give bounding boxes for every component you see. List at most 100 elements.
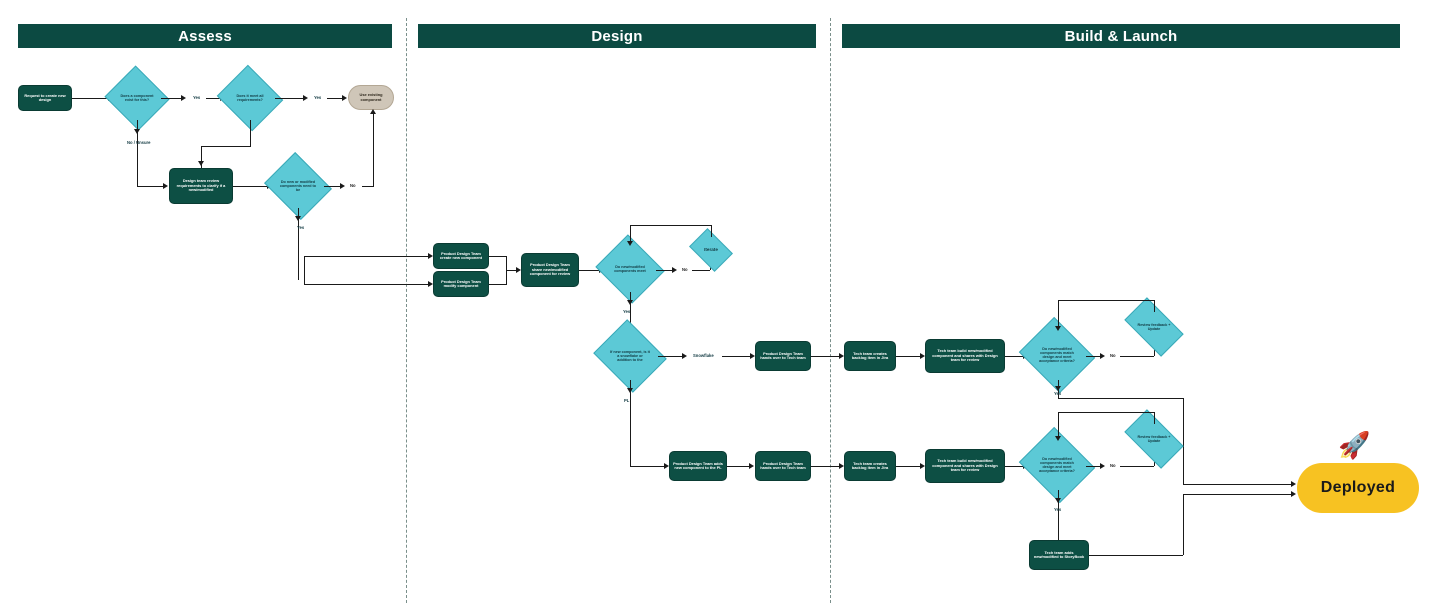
edge-review-to-needed [233,186,269,188]
edge-label-yes-2: Yes [314,95,322,100]
edge-snowflake-a [658,356,684,358]
lane-header-build: Build & Launch [842,24,1400,48]
edge-to-modify-component [304,284,430,286]
node-pdt-handover-bottom[interactable]: Product Design Team hands over to Tech t… [755,451,811,481]
edge-match-yes-top-down [1183,398,1185,484]
node-tech-backlog-top[interactable]: Tech team creates backlog item in Jira [844,341,896,371]
node-match-design-top-label: Do new/modified components match design … [1039,346,1075,364]
node-pdt-modify-component[interactable]: Product Design Team modify component [433,271,489,297]
node-tech-add-storybook-label: Tech team adds new/modified to StoryBook [1033,549,1085,559]
arrowhead-backlog-to-build-top [920,353,925,359]
edge-share-to-meet [579,270,601,272]
arrowhead-handover-to-backlog-top [839,353,844,359]
node-design-team-review-requirements-label: Design team review requirements to clari… [176,178,226,193]
edge-label-no-1: No [350,183,356,188]
node-pdt-handover-top[interactable]: Product Design Team hands over to Tech t… [755,341,811,371]
edge-label-no-match-bottom: No [1110,463,1116,468]
edge-iterate-up [711,225,713,237]
node-review-feedback-top[interactable]: Review feedback + Update [1124,297,1184,357]
edge-backlog-to-build-bottom [896,466,922,468]
arrowhead-meet-no [672,267,677,273]
edge-meet-no-b [692,270,710,272]
node-review-feedback-bottom[interactable]: Review feedback + Update [1124,409,1184,469]
edge-exists-no-horiz [137,186,166,188]
lane-header-design: Design [418,24,816,48]
node-use-existing-component[interactable]: Use existing component [348,85,394,110]
arrowhead-storybook-to-deployed [1291,491,1296,497]
node-pdt-create-component[interactable]: Product Design Team create new component [433,243,489,269]
node-pdt-modify-component-label: Product Design Team modify component [441,278,481,288]
edge-create-merge [489,256,507,258]
edge-yes-split-vert [304,256,306,284]
edge-pl-vert [630,380,632,466]
edge-feedback-bottom-back-vert [1058,412,1060,438]
arrowhead-addpl-to-handover [749,463,754,469]
node-meets-requirements-label: Does it meet all requirements? [236,93,264,102]
arrowhead-feedback-top-back [1055,326,1061,331]
edge-pl-horiz [630,466,666,468]
edge-needed-no-b [362,186,374,188]
node-design-team-review-requirements[interactable]: Design team review requirements to clari… [169,168,233,204]
edge-label-yes-match-top: Yes [1054,391,1062,396]
arrowhead-needed-yes [295,216,301,221]
lane-divider-assess-design [406,18,407,603]
node-new-or-modified-needed-label: Do new or modified components need to be [279,179,317,193]
rocket-icon: 🚀 [1338,430,1371,460]
arrowhead-snowflake-to-handover [750,353,755,359]
edge-addpl-to-handover [727,466,751,468]
arrowhead-top-to-deployed [1291,481,1296,487]
lane-divider-design-build [830,18,831,603]
arrowhead-to-modify-component [428,281,433,287]
edge-handover-to-backlog-top [811,356,841,358]
node-deployed-label: Deployed [1320,479,1396,497]
node-pdt-add-to-pl[interactable]: Product Design Team adds new component t… [669,451,727,481]
node-tech-build-top-label: Tech team build new/modified component a… [932,348,998,363]
edge-storybook-vert [1183,494,1185,555]
edge-needed-yes-vert [298,208,300,280]
node-pdt-share-for-review-label: Product Design Team share new/modified c… [529,262,571,277]
node-tech-build-top[interactable]: Tech team build new/modified component a… [925,339,1005,373]
node-request-new-design[interactable]: Request to create new design [18,85,72,111]
arrowhead-match-yes-top [1055,386,1061,391]
edge-match-yes-bottom-vert [1058,490,1060,540]
edge-exists-yes-a [161,98,183,100]
arrowhead-match-no-bottom [1100,463,1105,469]
lane-header-build-label: Build & Launch [1064,27,1178,45]
edge-feedback-top-up [1154,300,1156,312]
node-snowflake-or-pl[interactable]: If new component, is it a snowflake or a… [593,319,667,393]
edge-snowflake-b [722,356,752,358]
node-review-feedback-top-label: Review feedback + Update [1137,322,1171,331]
edge-exists-no-vert [137,120,139,187]
node-snowflake-or-pl-label: If new component, is it a snowflake or a… [610,349,650,363]
edge-backlog-to-build-top [896,356,922,358]
node-pdt-share-for-review[interactable]: Product Design Team share new/modified c… [521,253,579,287]
arrowhead-pl-to-addpl [664,463,669,469]
edge-request-to-exists [72,98,110,100]
node-new-or-modified-needed[interactable]: Do new or modified components need to be [264,152,332,220]
node-component-exists[interactable]: Does a component exist for this? [104,65,170,131]
edge-meets-no-horiz [201,146,251,148]
edge-label-no-unsure: No / Unsure [127,140,151,145]
edge-match-yes-top-horiz [1058,398,1183,400]
edge-handover-to-backlog-bottom [811,466,841,468]
node-iterate[interactable]: Iterate [689,228,733,272]
edge-label-no-match-top: No [1110,353,1116,358]
edge-meets-yes-a [275,98,305,100]
node-match-design-bottom[interactable]: Do new/modified components match design … [1018,426,1096,504]
node-tech-add-storybook[interactable]: Tech team adds new/modified to StoryBook [1029,540,1089,570]
edge-label-yes-review: Yes [623,309,631,314]
node-deployed[interactable]: Deployed [1297,463,1419,513]
edge-needed-no-a [324,186,342,188]
node-tech-build-bottom[interactable]: Tech team build new/modified component a… [925,449,1005,483]
edge-iterate-back-vert [630,225,632,243]
node-components-meet[interactable]: Do new/modified components meet [595,234,665,304]
edge-label-snowflake: Snowflake [693,353,714,358]
edge-storybook-to-deployed [1183,494,1293,496]
edge-top-to-deployed [1183,484,1293,486]
arrowhead-needed-no [340,183,345,189]
node-pdt-handover-top-label: Product Design Team hands over to Tech t… [760,350,806,360]
node-tech-backlog-bottom[interactable]: Tech team creates backlog item in Jira [844,451,896,481]
node-match-design-top[interactable]: Do new/modified components match design … [1018,316,1096,394]
node-meets-requirements[interactable]: Does it meet all requirements? [216,64,284,132]
arrowhead-exists-no-to-review [163,183,168,189]
